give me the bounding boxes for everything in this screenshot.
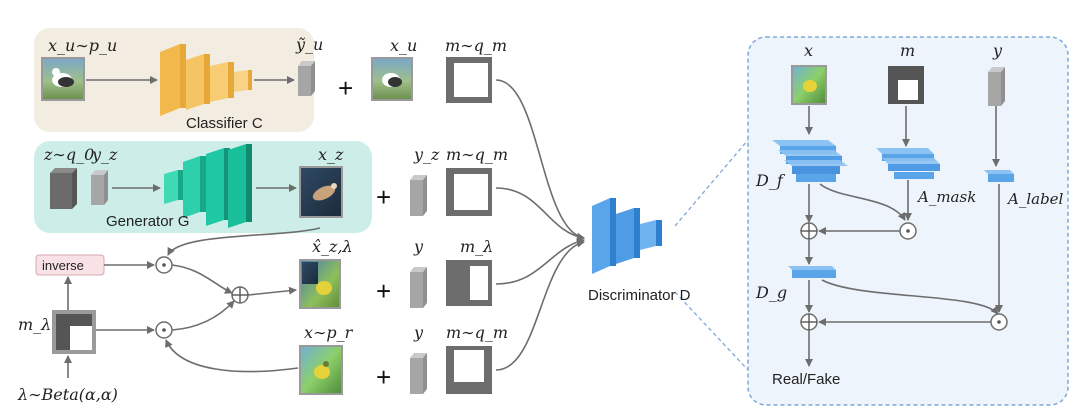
- plus-3: +: [376, 276, 391, 306]
- detail-label-Df: D_f: [755, 171, 786, 190]
- detail-label-Dg: D_g: [755, 283, 787, 302]
- label-m-lambda-left: m_λ: [18, 315, 51, 334]
- arrow-xz-to-mult: [167, 227, 321, 256]
- discriminator-detail-panel: [747, 36, 1069, 406]
- label-block-y-1: [410, 267, 427, 308]
- arrow-real-to-mult: [165, 339, 299, 373]
- generator-label: Generator G: [106, 213, 189, 230]
- lambda-mask: [52, 310, 96, 354]
- detail-Df-block: [772, 140, 848, 182]
- discriminator-network: [592, 198, 662, 274]
- label-yz: y_z: [413, 145, 440, 164]
- label-m-qm-1: m∼q_m: [445, 36, 507, 55]
- label-m-lambda: m_λ: [460, 237, 493, 256]
- multiply-op-top: [155, 256, 173, 274]
- bird-image-xu: [371, 57, 413, 101]
- detail-arrow-Dg-to-mult: [821, 279, 999, 315]
- detail-real-fake: Real/Fake: [772, 371, 840, 388]
- mask-box-2: [446, 168, 492, 216]
- arrow-row2-to-disc: [495, 187, 585, 241]
- detail-label-block: [988, 67, 1005, 106]
- arrow-mult-bottom-to-sum: [171, 300, 235, 331]
- label-xz: x_z: [318, 145, 344, 164]
- detail-Dg-block: [788, 266, 836, 278]
- label-y-1: y: [413, 237, 424, 256]
- label-m-qm-3: m∼q_m: [446, 323, 508, 342]
- classifier-label: Classifier C: [186, 115, 263, 132]
- zoom-line-top: [674, 139, 749, 227]
- arrow-row4-to-disc: [495, 239, 585, 371]
- label-z-q0: z∼q_0: [43, 145, 94, 164]
- bird-image-unlabeled: [41, 57, 85, 101]
- mixed-bird-image: [299, 259, 341, 309]
- detail-label-m: m: [900, 41, 915, 60]
- plus-4: +: [376, 362, 391, 392]
- detail-arrow-Df-to-mult: [819, 183, 906, 221]
- inverse-label: inverse: [42, 258, 84, 273]
- detail-Amask-block: [876, 148, 940, 179]
- label-yu-tilde: ỹ_u: [295, 35, 323, 54]
- mask-box-1: [446, 57, 492, 103]
- arrow-row1-to-disc: [495, 79, 585, 241]
- pseudo-label-yu: [298, 61, 315, 96]
- label-xhat: x̂_z,λ: [312, 237, 353, 256]
- label-block-yz-left: [91, 170, 108, 205]
- detail-label-x: x: [804, 41, 813, 60]
- noise-block-z: [50, 168, 77, 209]
- detail-label-Amask: A_mask: [916, 188, 976, 206]
- real-bird-image: [299, 345, 343, 395]
- detail-bird-image: [791, 65, 827, 105]
- label-xu: x_u: [390, 36, 417, 55]
- mixup-mask: [446, 260, 492, 306]
- detail-Alabel-block: [984, 170, 1014, 182]
- label-yz-left: y_z: [91, 145, 118, 164]
- detail-mult-op-bottom: [990, 313, 1008, 331]
- detail-mult-op-top: [899, 222, 917, 240]
- generated-bird-image: [299, 166, 343, 218]
- multiply-op-bottom: [155, 321, 173, 339]
- detail-label-Alabel: A_label: [1006, 190, 1064, 208]
- arrow-row3-to-disc: [495, 237, 585, 285]
- classifier-network: [160, 44, 252, 116]
- label-x-pr: x∼p_r: [304, 323, 354, 342]
- detail-mask: [888, 66, 924, 104]
- label-m-qm-2: m∼q_m: [446, 145, 508, 164]
- label-block-y-2: [410, 353, 427, 394]
- arrow-mult-top-to-sum: [171, 264, 233, 294]
- plus-1: +: [338, 73, 353, 103]
- mask-box-3: [446, 346, 492, 394]
- detail-label-y: y: [992, 41, 1003, 60]
- sum-op: [231, 286, 249, 304]
- zoom-line-bottom: [674, 291, 749, 371]
- plus-2: +: [376, 182, 391, 212]
- label-y-2: y: [413, 323, 424, 342]
- label-block-yz: [410, 175, 427, 216]
- label-xu-pu: x_u∼p_u: [48, 36, 117, 55]
- discriminator-label: Discriminator D: [588, 287, 691, 304]
- detail-sum-op-top: [800, 222, 818, 240]
- generator-network: [164, 144, 252, 228]
- arrow-sum-to-mixed: [247, 286, 297, 296]
- label-lambda-beta: λ∼Beta(α,α): [17, 385, 118, 404]
- detail-sum-op-bottom: [800, 313, 818, 331]
